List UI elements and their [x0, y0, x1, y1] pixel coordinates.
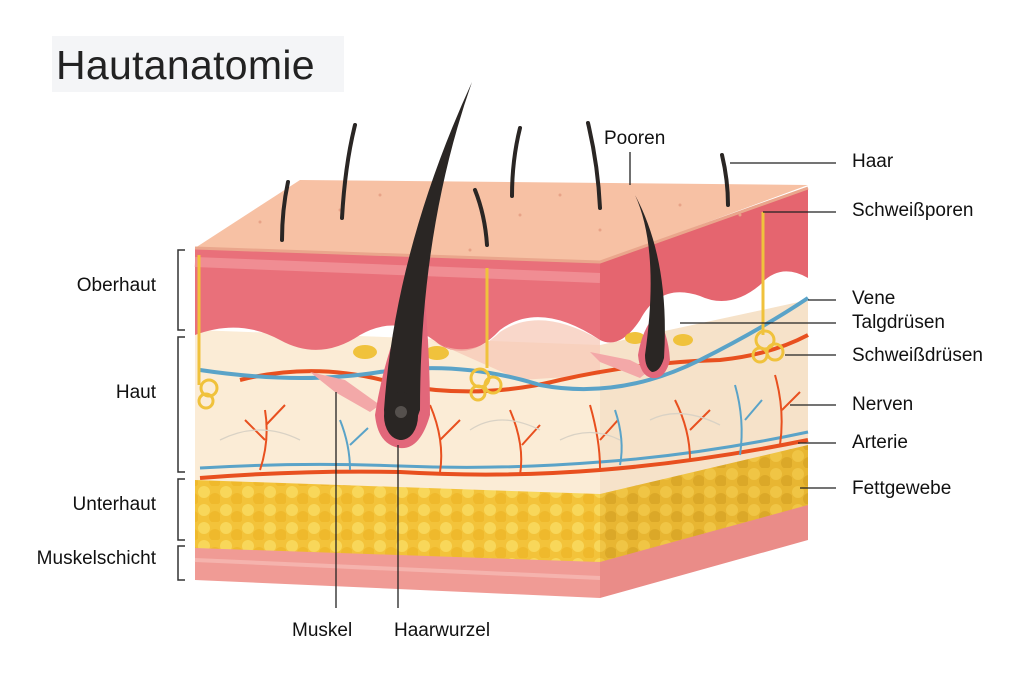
sweat-gland-right [751, 212, 785, 364]
label-muskelschicht: Muskelschicht [36, 548, 156, 569]
label-schweissdruesen: Schweißdrüsen [852, 345, 983, 366]
diagram-title: Hautanatomie [56, 42, 315, 88]
artery-lower [199, 438, 809, 480]
side-muscle [600, 502, 808, 598]
label-oberhaut: Oberhaut [76, 275, 156, 296]
label-haarwurzel: Haarwurzel [394, 620, 491, 641]
label-vene: Vene [852, 288, 896, 309]
title-background [52, 36, 344, 92]
label-unterhaut: Unterhaut [72, 494, 156, 515]
side-epidermis [600, 188, 808, 343]
sweat-duct-left [197, 255, 219, 410]
label-arterie: Arterie [852, 432, 908, 453]
arrector-muscle-right [590, 352, 650, 378]
hair-main [384, 82, 472, 440]
label-haar: Haar [852, 151, 894, 172]
label-muskel: Muskel [292, 620, 353, 641]
vein-lower [199, 430, 809, 470]
label-nerven: Nerven [852, 394, 914, 415]
side-fat [600, 440, 808, 562]
label-talgdruesen: Talgdrüsen [852, 312, 945, 333]
artery-upper [239, 333, 809, 394]
layer-brackets [177, 249, 185, 581]
label-fettgewebe: Fettgewebe [852, 478, 952, 499]
sebaceous-glands [353, 332, 693, 360]
hair-right [635, 195, 665, 372]
label-schweissporen: Schweißporen [852, 200, 974, 221]
label-haut: Haut [115, 382, 156, 403]
leader-lines [335, 152, 836, 608]
label-pooren: Pooren [604, 128, 666, 149]
sweat-gland-center [469, 268, 503, 402]
arrector-muscle-left [310, 372, 380, 412]
